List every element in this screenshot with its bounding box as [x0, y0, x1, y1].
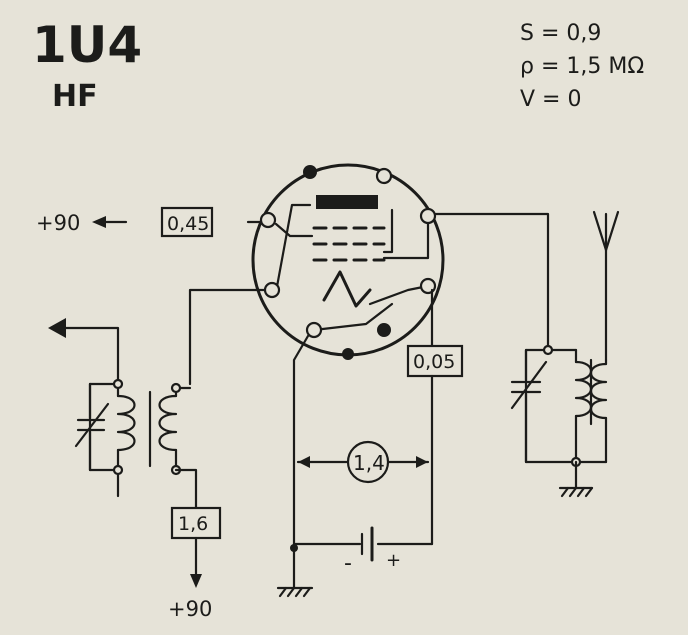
cathode-current-value: 0,05	[413, 351, 455, 373]
arrow-head-voltage-right	[416, 456, 428, 468]
grid-lines	[312, 226, 386, 262]
arrow-head-output-left	[48, 318, 66, 338]
arrow-head-plate-supply	[190, 574, 202, 588]
filament-voltage-circle	[346, 440, 390, 484]
param-bias: V = 0	[520, 87, 581, 112]
antenna	[592, 210, 620, 362]
plate-electrode	[316, 195, 378, 209]
tube-type-title: 1U4	[32, 16, 142, 74]
arrow-head-voltage-left	[298, 456, 310, 468]
battery-minus-label: -	[344, 551, 352, 576]
ground-right	[558, 460, 594, 498]
ground-center	[276, 546, 314, 598]
screen-current-value: 0,45	[167, 213, 209, 235]
arrow-head-screen	[92, 216, 106, 228]
variable-capacitor-left	[74, 382, 110, 472]
plate-current-value: 1,6	[178, 513, 208, 535]
filament	[322, 270, 372, 308]
variable-capacitor-right	[510, 348, 548, 464]
cathode-current-box	[406, 344, 464, 378]
filament-voltage-value: 1,4	[353, 451, 385, 475]
tube-electrodes	[312, 195, 386, 308]
coil-left-secondary	[148, 386, 192, 472]
coil-right-secondary	[574, 358, 608, 464]
battery	[360, 526, 374, 562]
screen-current-box	[160, 206, 214, 238]
coil-right-primary	[574, 348, 593, 464]
param-slope: S = 0,9	[520, 21, 601, 46]
internal-connections	[274, 203, 430, 332]
screen-supply-label: +90	[36, 211, 80, 235]
plate-current-box	[170, 506, 222, 540]
battery-plus-label: +	[386, 550, 401, 571]
plate-supply-label: +90	[168, 597, 212, 621]
param-resistance: ρ = 1,5 MΩ	[520, 54, 644, 79]
coil-left-primary	[116, 382, 136, 498]
tube-function-subtitle: HF	[52, 79, 98, 114]
tube-pins	[259, 165, 437, 360]
